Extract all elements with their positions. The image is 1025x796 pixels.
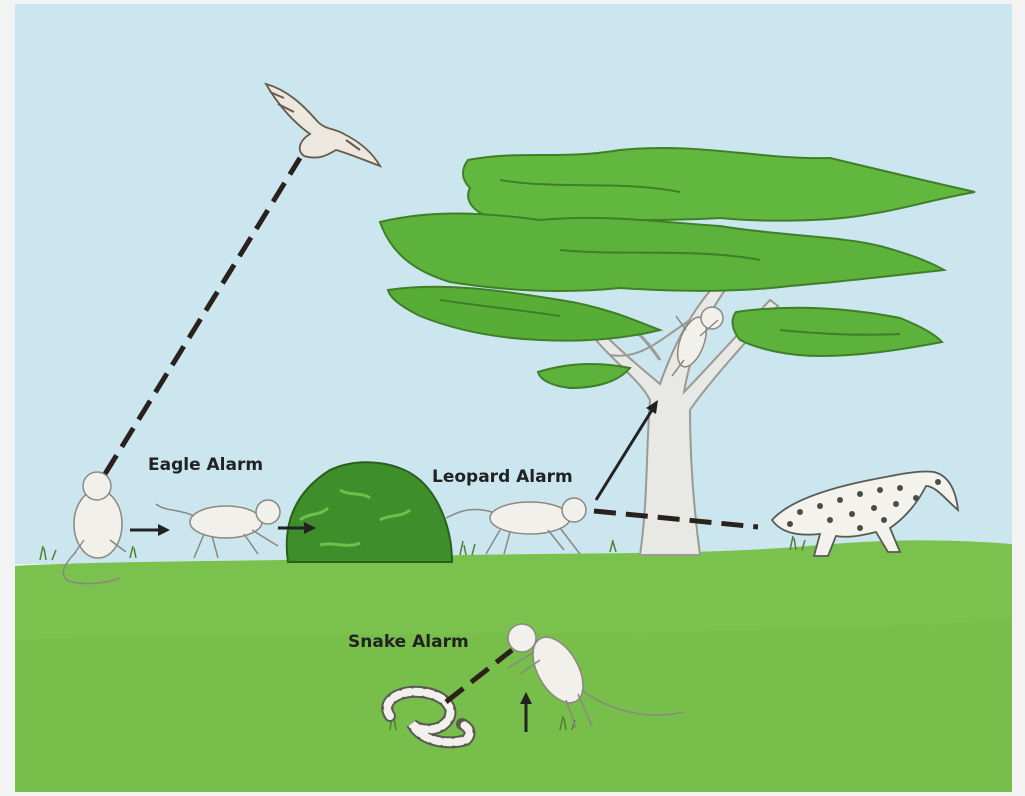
snake-alarm-label: Snake Alarm	[348, 632, 469, 652]
eagle-alarm-label: Eagle Alarm	[148, 455, 263, 475]
leopard-alarm-label: Leopard Alarm	[432, 467, 573, 487]
